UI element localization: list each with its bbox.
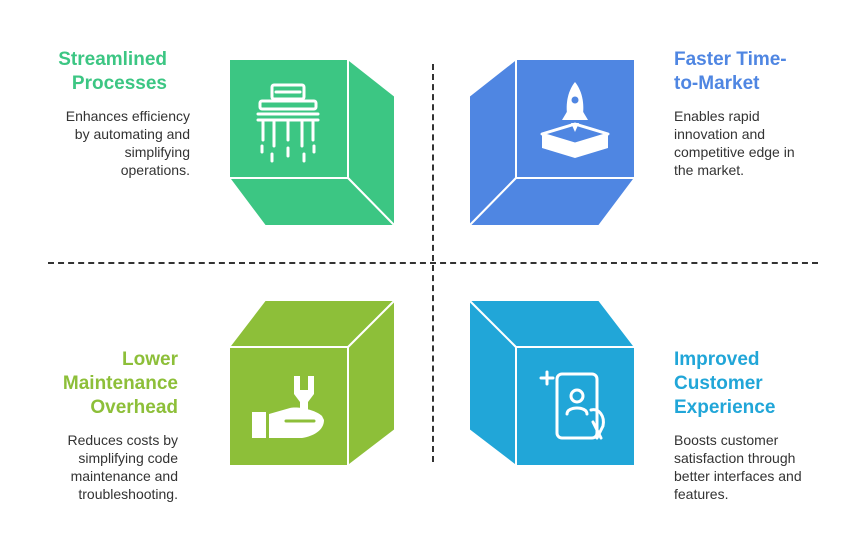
title-line: Customer (674, 373, 763, 394)
cube-cyan (468, 299, 636, 467)
description-line: Reduces costs by (67, 432, 179, 448)
cube-green (228, 58, 396, 227)
title-line: Faster Time- (674, 49, 787, 70)
description-line: Enhances efficiency (65, 108, 190, 124)
description-line: competitive edge in (674, 144, 795, 160)
quadrant-title: Improved Customer Experience (674, 348, 775, 420)
quadrant-description: Boosts customer satisfaction through bet… (674, 431, 802, 503)
title-line: Lower (122, 349, 178, 370)
description-line: simplifying code (78, 450, 178, 466)
title-line: Processes (71, 73, 167, 94)
description-line: Enables rapid (674, 108, 760, 124)
robot-icon (256, 83, 320, 163)
title-line: Maintenance (62, 373, 178, 394)
description-line: satisfaction through (674, 450, 796, 466)
wrench-hand-icon (252, 376, 324, 438)
phone-user-icon (539, 370, 605, 440)
title-line: Streamlined (58, 49, 167, 70)
title-line: Experience (674, 397, 776, 418)
quadrant-description: Enhances efficiency by automating and si… (66, 107, 190, 179)
divider-horizontal (48, 262, 818, 264)
rocket-icon (540, 82, 610, 158)
title-line: to-Market (674, 73, 760, 94)
description-line: maintenance and (70, 468, 178, 484)
description-line: troubleshooting. (78, 486, 178, 502)
quadrant-description: Reduces costs by simplifying code mainte… (68, 431, 179, 503)
description-line: by automating and (74, 126, 190, 142)
title-line: Improved (674, 349, 760, 370)
description-line: operations. (120, 162, 190, 178)
description-line: simplifying (124, 144, 190, 160)
cube-olive (228, 299, 396, 467)
quadrant-title: Faster Time- to-Market (674, 48, 787, 96)
description-line: the market. (674, 162, 745, 178)
quadrant-description: Enables rapid innovation and competitive… (674, 107, 795, 179)
quadrant-title: Lower Maintenance Overhead (63, 348, 178, 420)
description-line: features. (674, 486, 729, 502)
description-line: better interfaces and (674, 468, 802, 484)
title-line: Overhead (90, 397, 178, 418)
cube-blue (468, 58, 636, 227)
description-line: Boosts customer (674, 432, 779, 448)
quadrant-title: Streamlined Processes (58, 48, 167, 96)
description-line: innovation and (674, 126, 766, 142)
